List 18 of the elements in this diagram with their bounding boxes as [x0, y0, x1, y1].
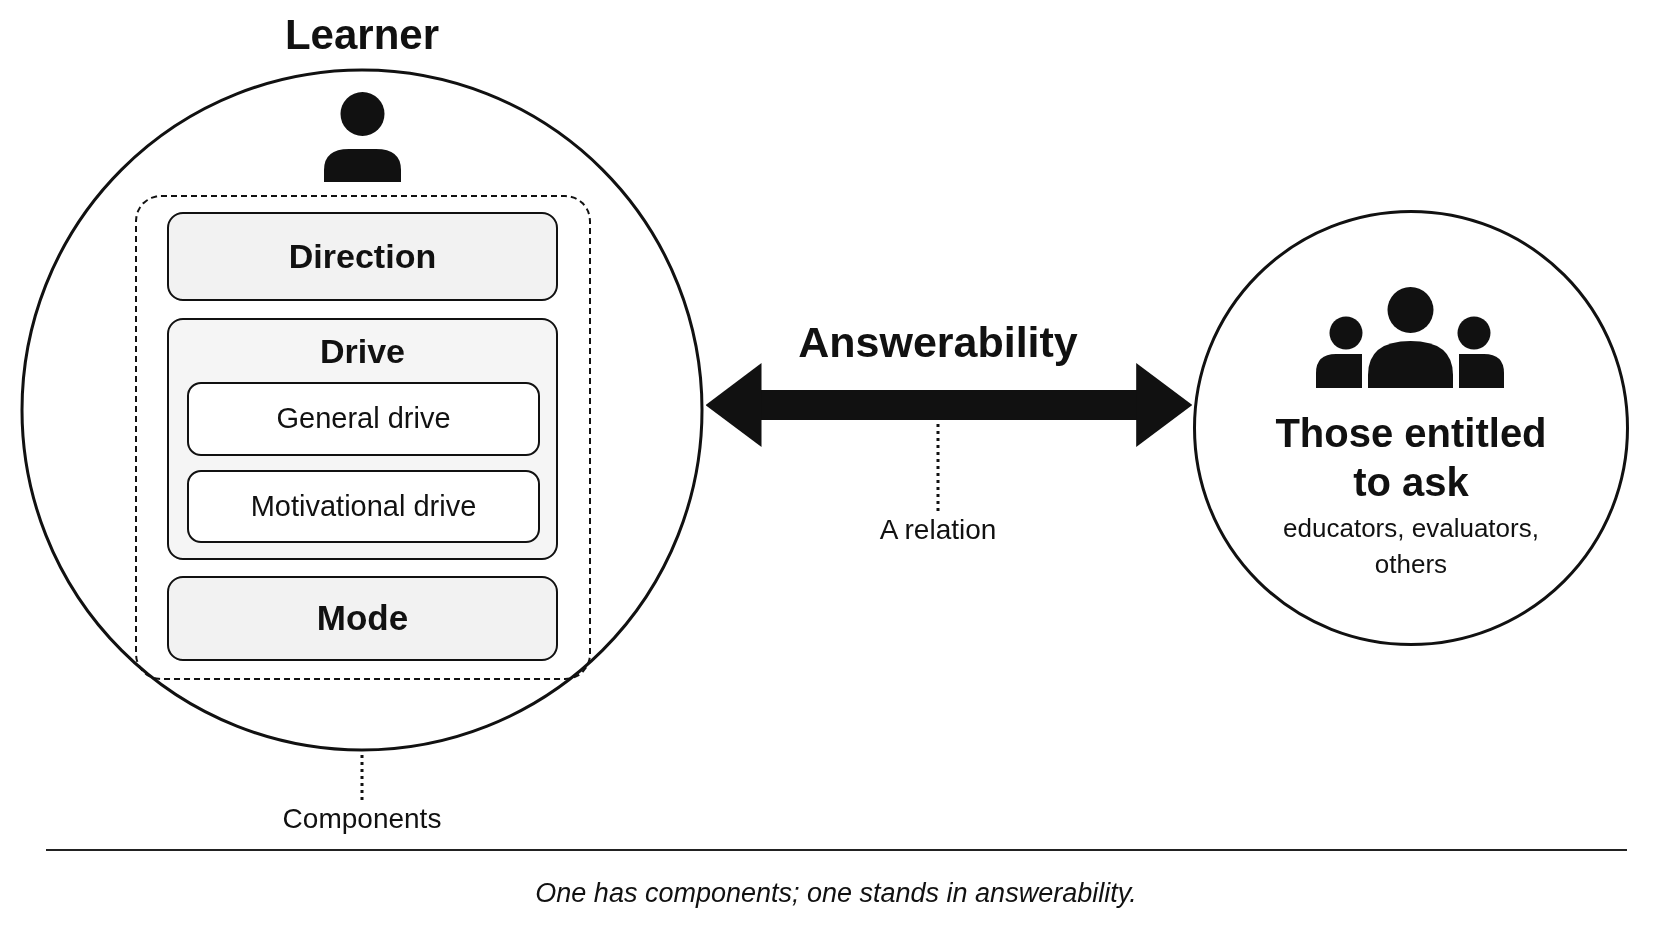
double-arrow: [705, 363, 1193, 447]
dashed-container: [135, 195, 591, 680]
subcomponent-box: General drive: [187, 382, 540, 456]
leader-line: [360, 754, 364, 800]
component-box: Mode: [167, 576, 558, 661]
edge-label: Answerability: [798, 318, 1078, 368]
subcomponent-box: Motivational drive: [187, 470, 540, 543]
component-box: Direction: [167, 212, 558, 301]
circle-node: [1193, 210, 1629, 646]
group-title: Drive: [319, 332, 406, 372]
leader-line: [936, 421, 940, 511]
node-title: Learner: [284, 10, 440, 60]
node-description: educators, evaluators, others: [1282, 512, 1540, 581]
node-title: Those entitled to ask: [1274, 410, 1548, 506]
caption: One has components; one stands in answerability.: [535, 878, 1137, 910]
leader-label: Components: [282, 802, 442, 836]
component-group-box: [167, 318, 558, 560]
leader-label: A relation: [879, 513, 997, 547]
